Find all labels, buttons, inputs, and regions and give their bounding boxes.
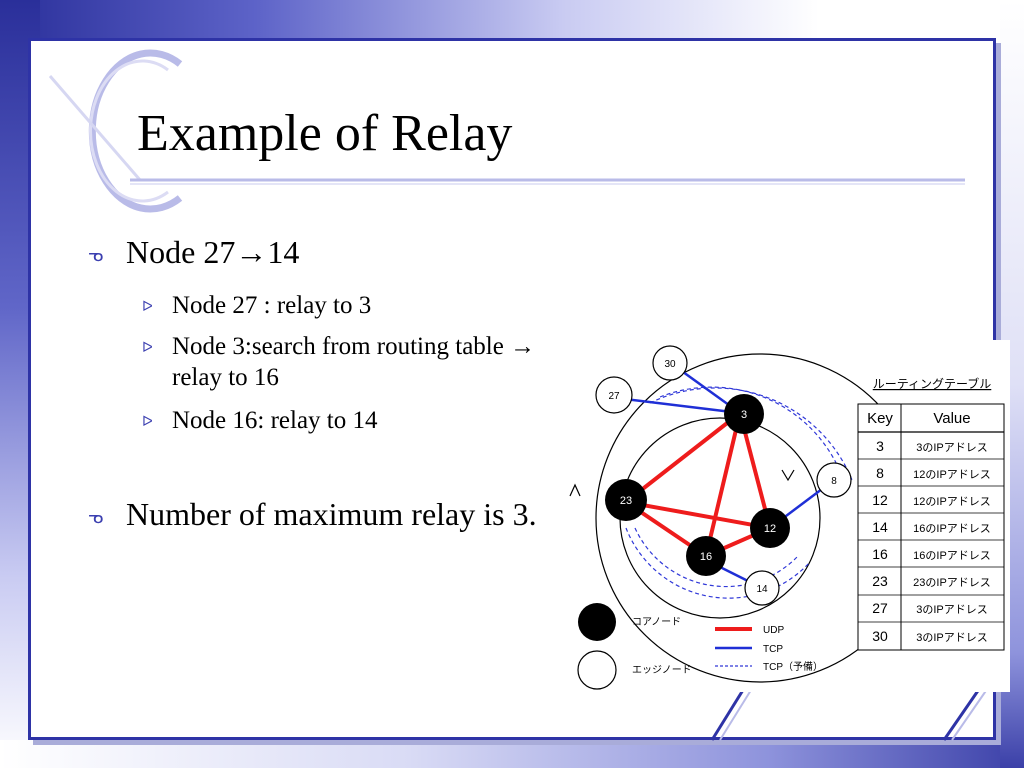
legend-edge-node-icon <box>577 650 617 690</box>
routing-table-key: 8 <box>876 465 884 481</box>
slide-title: Example of Relay <box>137 105 513 162</box>
bullet-text: Node 27→14 <box>126 234 300 270</box>
core-node-16: 16 <box>686 536 726 576</box>
legend-core-node-label: コアノード <box>632 617 681 628</box>
relay-diagram: 3 23 12 16 30 27 8 14 <box>560 340 1010 692</box>
svg-text:16: 16 <box>700 551 712 563</box>
legend-tcp-backup-label: TCP（予備） <box>763 660 823 673</box>
udp-link-3-16 <box>704 412 742 557</box>
core-node-23: 23 <box>605 479 647 521</box>
routing-table-value: 3のIPアドレス <box>916 604 988 616</box>
edge-node-8: 8 <box>816 462 852 498</box>
svg-text:27: 27 <box>608 391 620 402</box>
sub-bullet-icon: ᐅ <box>142 299 153 315</box>
routing-table-key: 30 <box>872 628 888 644</box>
bullet-text: Number of maximum relay is 3. <box>126 496 537 532</box>
tcp-backup-arc-1 <box>659 386 843 477</box>
routing-table-value: 23のIPアドレス <box>913 577 991 589</box>
routing-table-key: 23 <box>872 573 888 589</box>
legend-tcp-label: TCP <box>763 644 783 655</box>
sub-bullet-text: Node 16: relay to 14 <box>172 407 378 434</box>
legend-edge-node-label: エッジノード <box>632 665 692 676</box>
svg-text:23: 23 <box>620 495 632 507</box>
sub-bullet-icon: ᐅ <box>142 414 153 430</box>
legend-udp-label: UDP <box>763 625 784 636</box>
udp-link-23-12 <box>625 500 771 530</box>
routing-table-key: 14 <box>872 519 888 535</box>
sub-bullet: ᐅ Node 16: relay to 14 <box>142 405 566 436</box>
core-node-3: 3 <box>724 394 764 434</box>
sub-bullet: ᐅ Node 27 : relay to 3 <box>142 290 566 321</box>
svg-text:30: 30 <box>664 359 676 370</box>
routing-table-header-key: Key <box>867 410 893 427</box>
routing-table-border <box>857 403 1005 651</box>
background-bottom-gradient <box>0 740 1024 768</box>
routing-table-key: 3 <box>876 438 884 454</box>
routing-table-key: 16 <box>872 546 888 562</box>
svg-text:12: 12 <box>764 523 776 535</box>
svg-text:14: 14 <box>756 584 768 595</box>
direction-arrow-icon <box>781 469 795 482</box>
legend: コアノード エッジノード UDP TCP TCP（予備） <box>577 603 823 690</box>
routing-table-header-value: Value <box>933 410 970 427</box>
routing-table-key: 27 <box>872 600 888 616</box>
edge-node-14: 14 <box>744 570 780 606</box>
routing-table-title: ルーティングテーブル <box>873 376 992 391</box>
svg-text:8: 8 <box>831 476 837 487</box>
bullet-icon: ᓀ <box>88 245 104 266</box>
sub-bullet-text: Node 27 : relay to 3 <box>172 292 372 319</box>
routing-table-value: 12のIPアドレス <box>913 496 991 508</box>
routing-table-key: 12 <box>872 492 888 508</box>
routing-table-value: 3のIPアドレス <box>916 632 988 644</box>
routing-table-value: 16のIPアドレス <box>913 523 991 535</box>
bullet-node-27-14: ᓀ Node 27→14 <box>86 232 566 272</box>
tcp-backup-arc-2 <box>649 387 853 481</box>
legend-core-node-icon <box>578 603 616 641</box>
routing-table-value: 16のIPアドレス <box>913 550 991 562</box>
core-node-12: 12 <box>750 508 790 548</box>
routing-table: ルーティングテーブル Key Value 3 3のIPアドレス 8 12のIPア… <box>857 376 1005 651</box>
routing-table-value: 3のIPアドレス <box>916 442 988 454</box>
bullet-list: ᓀ Node 27→14 ᐅ Node 27 : relay to 3 ᐅ No… <box>86 232 566 534</box>
tcp-backup-arc-3 <box>625 527 811 599</box>
sub-bullet: ᐅ Node 3:search from routing table → rel… <box>142 331 552 393</box>
edge-node-27: 27 <box>595 376 633 414</box>
udp-link-3-23 <box>624 411 742 504</box>
bullet-max-relay: ᓀ Number of maximum relay is 3. <box>86 494 576 534</box>
network-diagram: 3 23 12 16 30 27 8 14 <box>569 345 1005 690</box>
sub-bullet-icon: ᐅ <box>142 340 153 356</box>
edge-node-30: 30 <box>652 345 688 381</box>
sub-bullet-text: Node 3:search from routing table → relay… <box>172 333 536 391</box>
svg-text:3: 3 <box>741 409 747 421</box>
bullet-icon: ᓀ <box>88 507 104 528</box>
routing-table-value: 12のIPアドレス <box>913 469 991 481</box>
direction-arrow-icon <box>569 483 581 497</box>
